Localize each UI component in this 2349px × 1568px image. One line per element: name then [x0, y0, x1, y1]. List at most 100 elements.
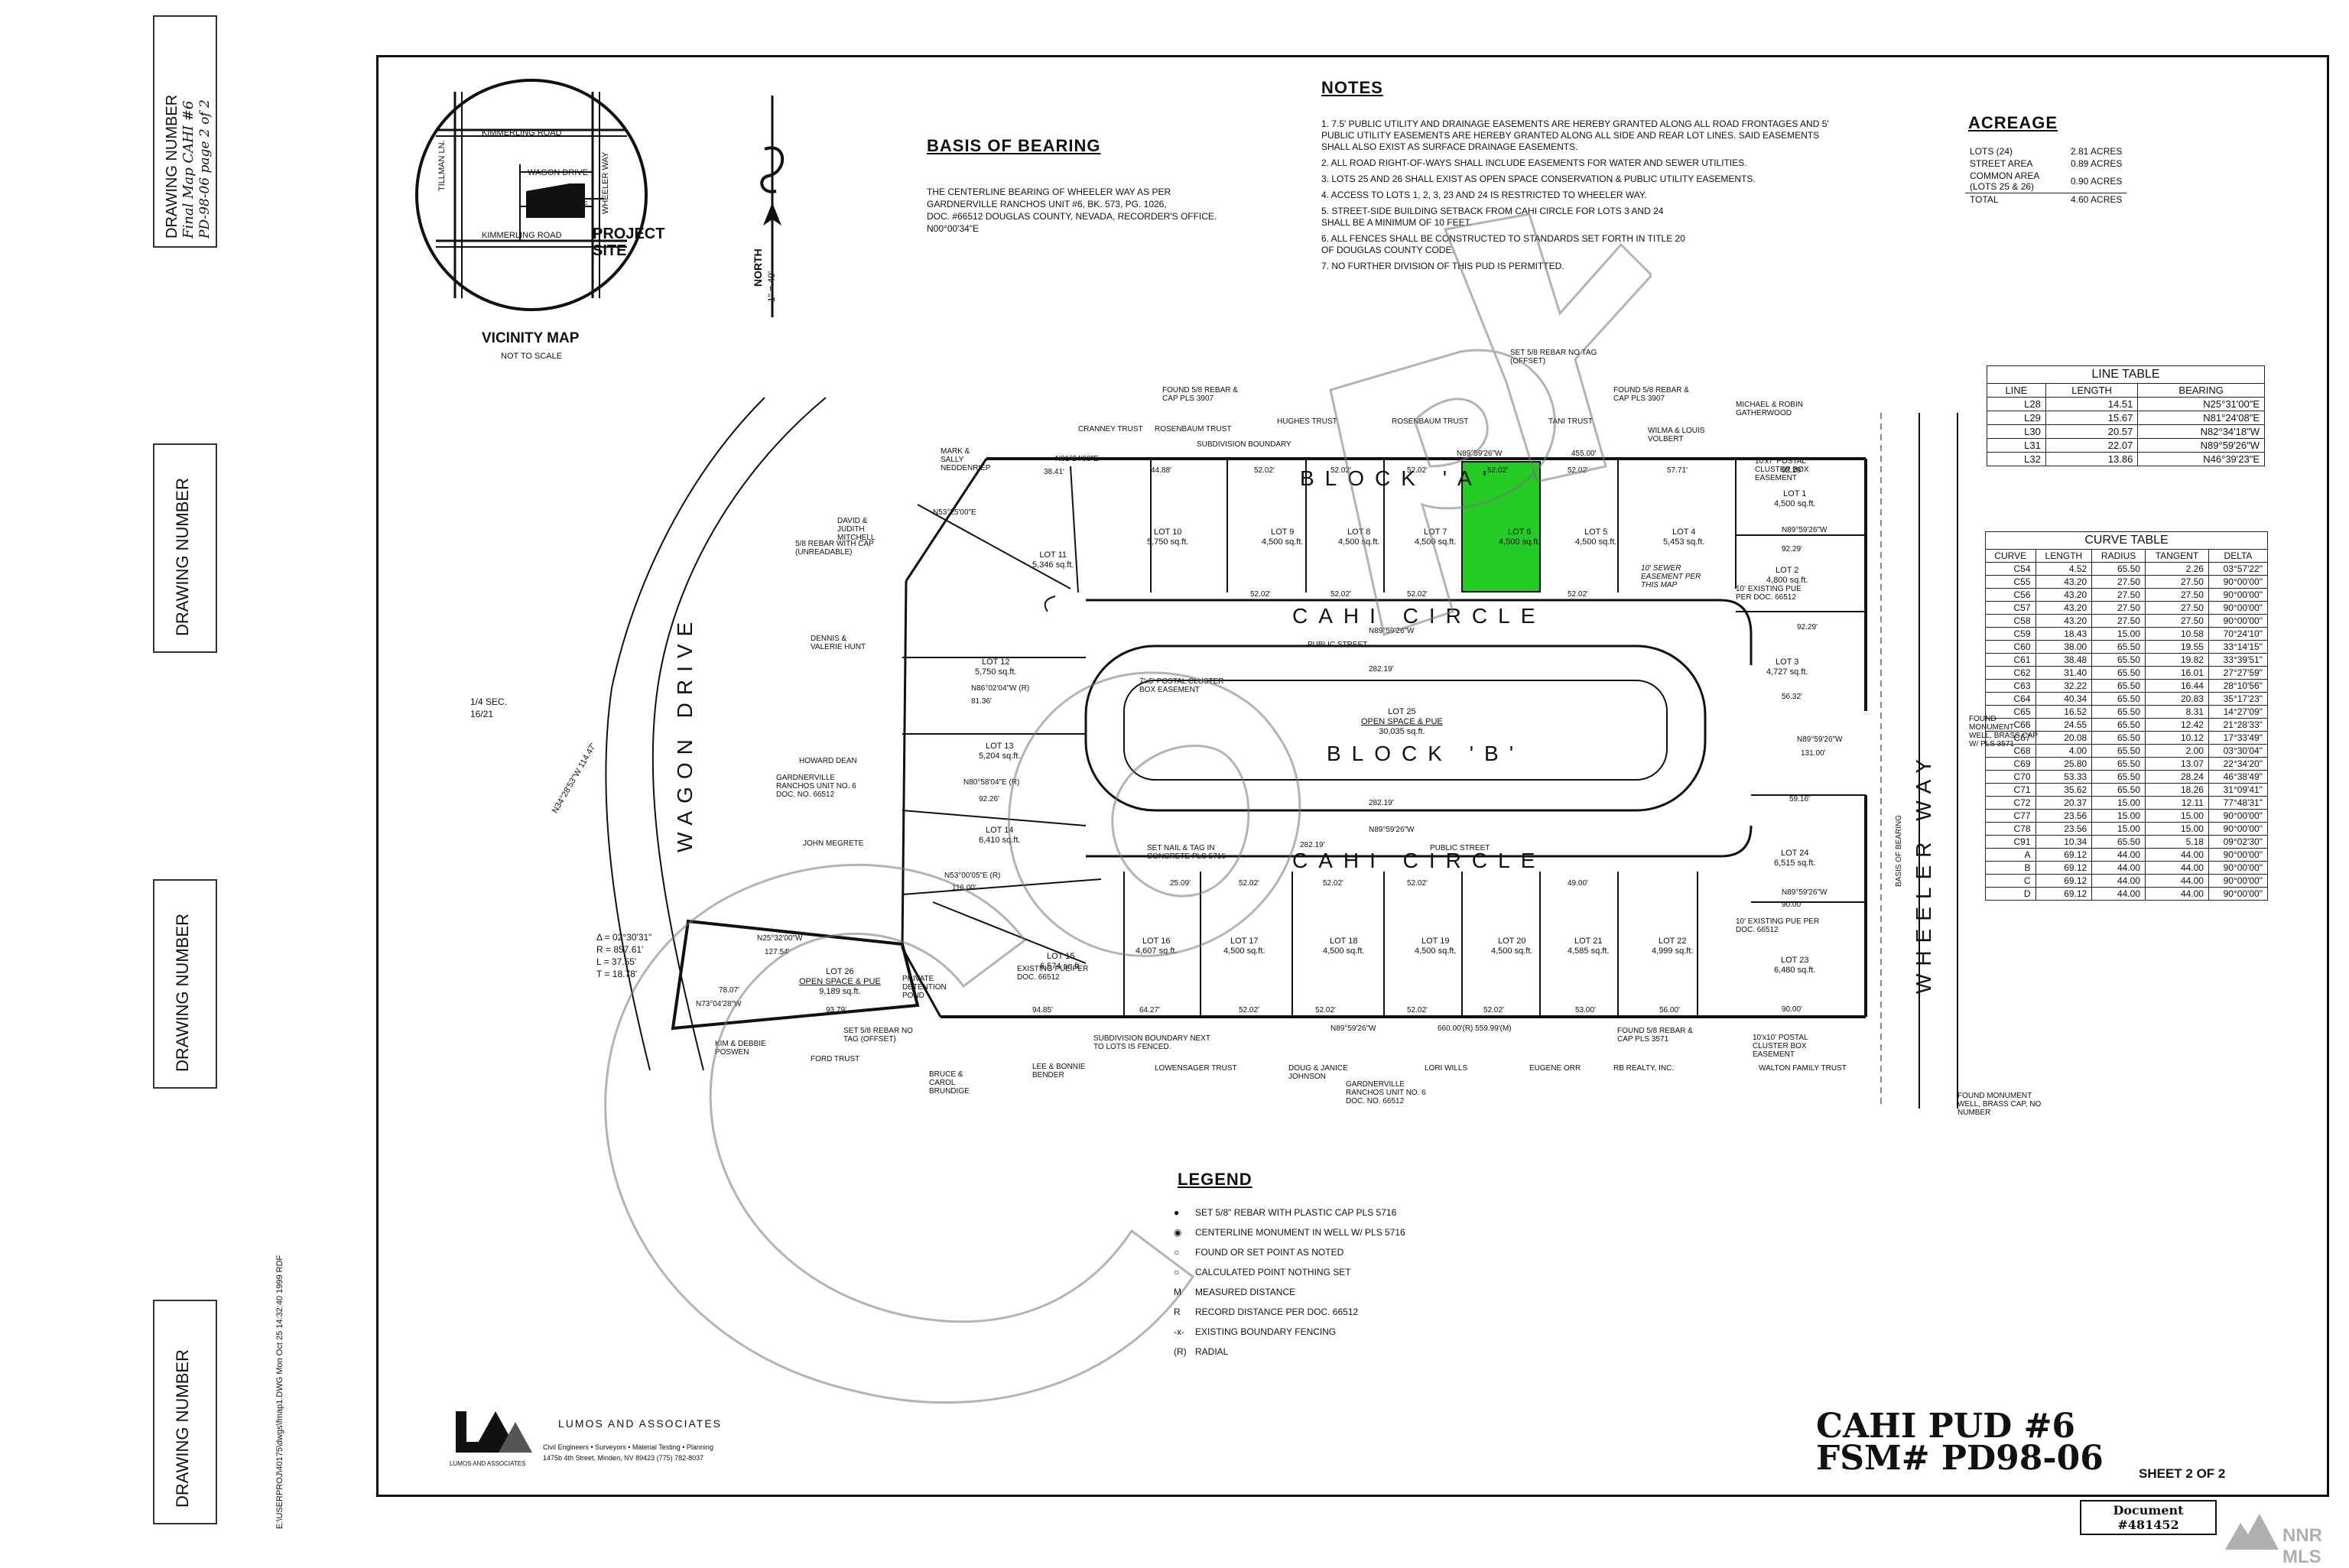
distance-label: 52.02': [1483, 1006, 1504, 1014]
bearing-label: N73°04'28"W: [696, 1000, 742, 1008]
distance-label: 78.07': [719, 986, 739, 995]
distance-label: 52.02': [1239, 1006, 1259, 1014]
lot-number: LOT 21: [1574, 937, 1603, 946]
distance-label: 90.00': [1782, 901, 1802, 909]
lot-area: 4,500 sq.ft.: [1338, 537, 1380, 547]
distance-label: 56.00': [1659, 1006, 1680, 1014]
bearing-label: N89°59'26"W: [1330, 1024, 1376, 1033]
handwritten-note: 10' SEWER EASEMENT PER THIS MAP: [1641, 564, 1701, 589]
plan-title: CAHI PUD #6: [1816, 1407, 2076, 1446]
legend-symbol-icon: ○: [1174, 1247, 1180, 1258]
bearing-label: N89°59'26"W: [1797, 735, 1843, 744]
owner-label: ROSENBAUM TRUST: [1155, 425, 1232, 433]
distance-label: 38.41': [1044, 468, 1064, 476]
lot-number: LOT 11: [1039, 550, 1067, 560]
lot-number: LOT 14: [985, 826, 1014, 835]
legend-title: LEGEND: [1178, 1170, 1252, 1189]
lot-area: 4,500 sq.ft.: [1499, 537, 1541, 547]
drawing-number-box-2: DRAWING NUMBER: [153, 443, 217, 653]
distance-label: 52.02': [1239, 879, 1259, 888]
distance-label: 90.00': [1782, 1005, 1802, 1014]
legend-text: CALCULATED POINT NOTHING SET: [1195, 1267, 1351, 1277]
lot-area: 4,500 sq.ft.: [1323, 946, 1365, 956]
lot-number: LOT 18: [1329, 937, 1358, 946]
distance-label: 52.02': [1487, 466, 1508, 475]
callout-label: SUBDIVISION BOUNDARY NEXT TO LOTS IS FEN…: [1093, 1034, 1210, 1051]
block-b-label: BLOCK 'B': [1327, 742, 1525, 765]
vicinity-map-subtitle: NOT TO SCALE: [501, 352, 563, 361]
lot-number: LOT 3: [1776, 657, 1799, 667]
project-site-marker: [526, 183, 585, 218]
legend-text: RECORD DISTANCE PER DOC. 66512: [1195, 1307, 1359, 1317]
distance-label: 25.09': [1170, 879, 1191, 888]
callout-label: FOUND MONUMENT WELL, BRASS CAP W/ PLS 35…: [1969, 715, 2038, 748]
road-label: KIMMERLING ROAD: [482, 128, 562, 138]
distance-label: 52.02': [1330, 590, 1351, 599]
lot-number: LOT 22: [1658, 937, 1687, 946]
bearing-label: N53°25'00"E: [933, 508, 976, 517]
callout-label: GARDNERVILLE RANCHOS UNIT NO. 6 DOC. NO.…: [1346, 1080, 1426, 1105]
callout-label: FOUND 5/8 REBAR & CAP PLS 3907: [1613, 386, 1689, 403]
note-item: 6. ALL FENCES SHALL BE CONSTRUCTED TO ST…: [1321, 233, 1685, 255]
lot-number: LOT 5: [1584, 528, 1608, 537]
owner-label: MARK & SALLY NEDDENRIEP: [941, 447, 991, 472]
callout-label: 10' EXISTING PUE PER DOC. 66512: [1736, 917, 1820, 934]
callout-label: GARDNERVILLE RANCHOS UNIT NO. 6 DOC. NO.…: [776, 774, 856, 799]
legend-text: SET 5/8" REBAR WITH PLASTIC CAP PLS 5716: [1195, 1207, 1397, 1218]
public-street-label: PUBLIC STREET: [1430, 844, 1490, 852]
lot-area: 4,500 sq.ft.: [1774, 499, 1816, 508]
legend-text: FOUND OR SET POINT AS NOTED: [1195, 1247, 1344, 1258]
distance-label: 116.00': [952, 884, 976, 892]
owner-label: LOWENSAGER TRUST: [1155, 1064, 1237, 1073]
road-label: WAGON DRIVE: [528, 200, 589, 209]
lot-area: 4,500 sq.ft.: [1262, 537, 1304, 547]
callout-label: SET NAIL & TAG IN CONCRETE PLS 5716: [1147, 844, 1226, 861]
notes-list: 1. 7.5' PUBLIC UTILITY AND DRAINAGE EASE…: [1321, 118, 1841, 272]
distance-label: 52.02': [1250, 590, 1271, 599]
owner-label: CRANNEY TRUST: [1078, 425, 1143, 433]
bearing-label: N89°59'26"W: [1457, 450, 1503, 458]
firm-address: 1475b 4th Street, Minden, NV 89423 (775)…: [543, 1454, 704, 1462]
callout-label: FOUND 5/8 REBAR & CAP PLS 3571: [1617, 1027, 1693, 1044]
lot-area: 6,515 sq.ft.: [1774, 859, 1816, 868]
copy-watermark: [604, 214, 1652, 1404]
distance-label: 52.02': [1407, 879, 1428, 888]
distance-label: 660.00'(R) 559.99'(M): [1438, 1024, 1512, 1033]
lot-number: LOT 12: [981, 657, 1010, 667]
logo-text: LUMOS AND ASSOCIATES: [450, 1460, 526, 1467]
callout-label: SET 5/8 REBAR NO TAG (OFFSET): [1510, 349, 1597, 365]
distance-label: 52.02': [1407, 466, 1428, 475]
note-item: 5. STREET-SIDE BUILDING SETBACK FROM CAH…: [1321, 206, 1664, 228]
lot-area: 4,500 sq.ft.: [1575, 537, 1617, 547]
distance-label: 49.00': [1568, 879, 1588, 888]
lot-number: LOT 2: [1776, 566, 1799, 575]
legend-text: RADIAL: [1195, 1346, 1229, 1357]
lot-area: 6,480 sq.ft.: [1774, 966, 1816, 975]
owner-label: KIM & DEBBIE POSWEN: [715, 1040, 766, 1057]
callout-label: 5/8 REBAR WITH CAP (UNREADABLE): [795, 540, 874, 557]
drawing-number-box-1: DRAWING NUMBER Final Map CAHI #6 PD-98-0…: [153, 15, 217, 248]
lot-6-highlight: [1461, 461, 1541, 592]
bearing-label: N89°59'26"W: [1782, 888, 1828, 897]
callout-label: 10'x10' POSTAL CLUSTER BOX EASEMENT: [1753, 1034, 1808, 1059]
notes-title: NOTES: [1321, 78, 1383, 97]
legend-text: EXISTING BOUNDARY FENCING: [1195, 1326, 1337, 1337]
bearing-label: N53°00'05"E (R): [944, 872, 1001, 880]
distance-label: 92.29': [1782, 545, 1802, 554]
distance-label: 52.02': [1568, 466, 1588, 475]
